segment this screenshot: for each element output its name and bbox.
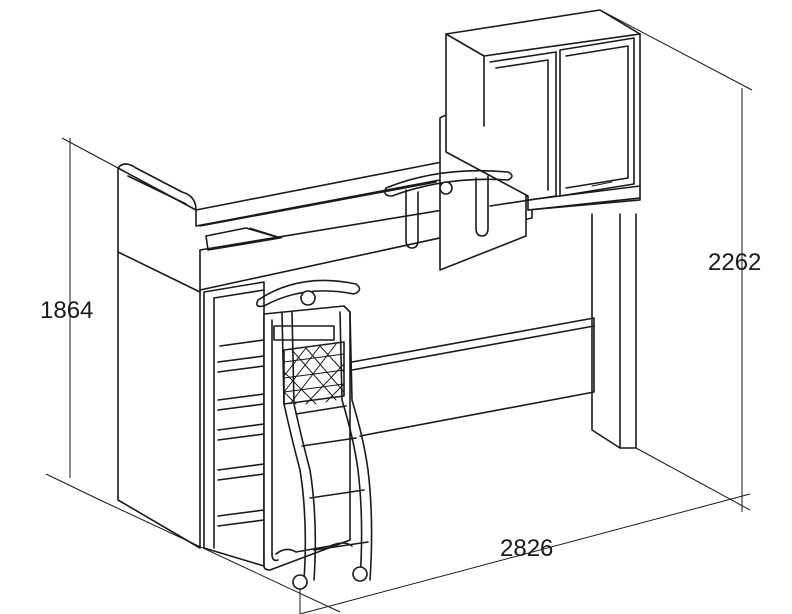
dimension-length: 2826 xyxy=(500,535,553,562)
desk-panel xyxy=(351,317,595,437)
dimension-lines xyxy=(45,9,753,614)
guard-rail xyxy=(384,169,513,249)
right-leg xyxy=(591,213,637,449)
wardrobe xyxy=(445,9,641,211)
ladder xyxy=(256,279,373,590)
shelf-unit xyxy=(203,281,351,571)
dimension-height-total: 2262 xyxy=(708,249,761,276)
left-base-panel xyxy=(117,167,201,549)
dimension-height-bed: 1864 xyxy=(40,297,93,324)
